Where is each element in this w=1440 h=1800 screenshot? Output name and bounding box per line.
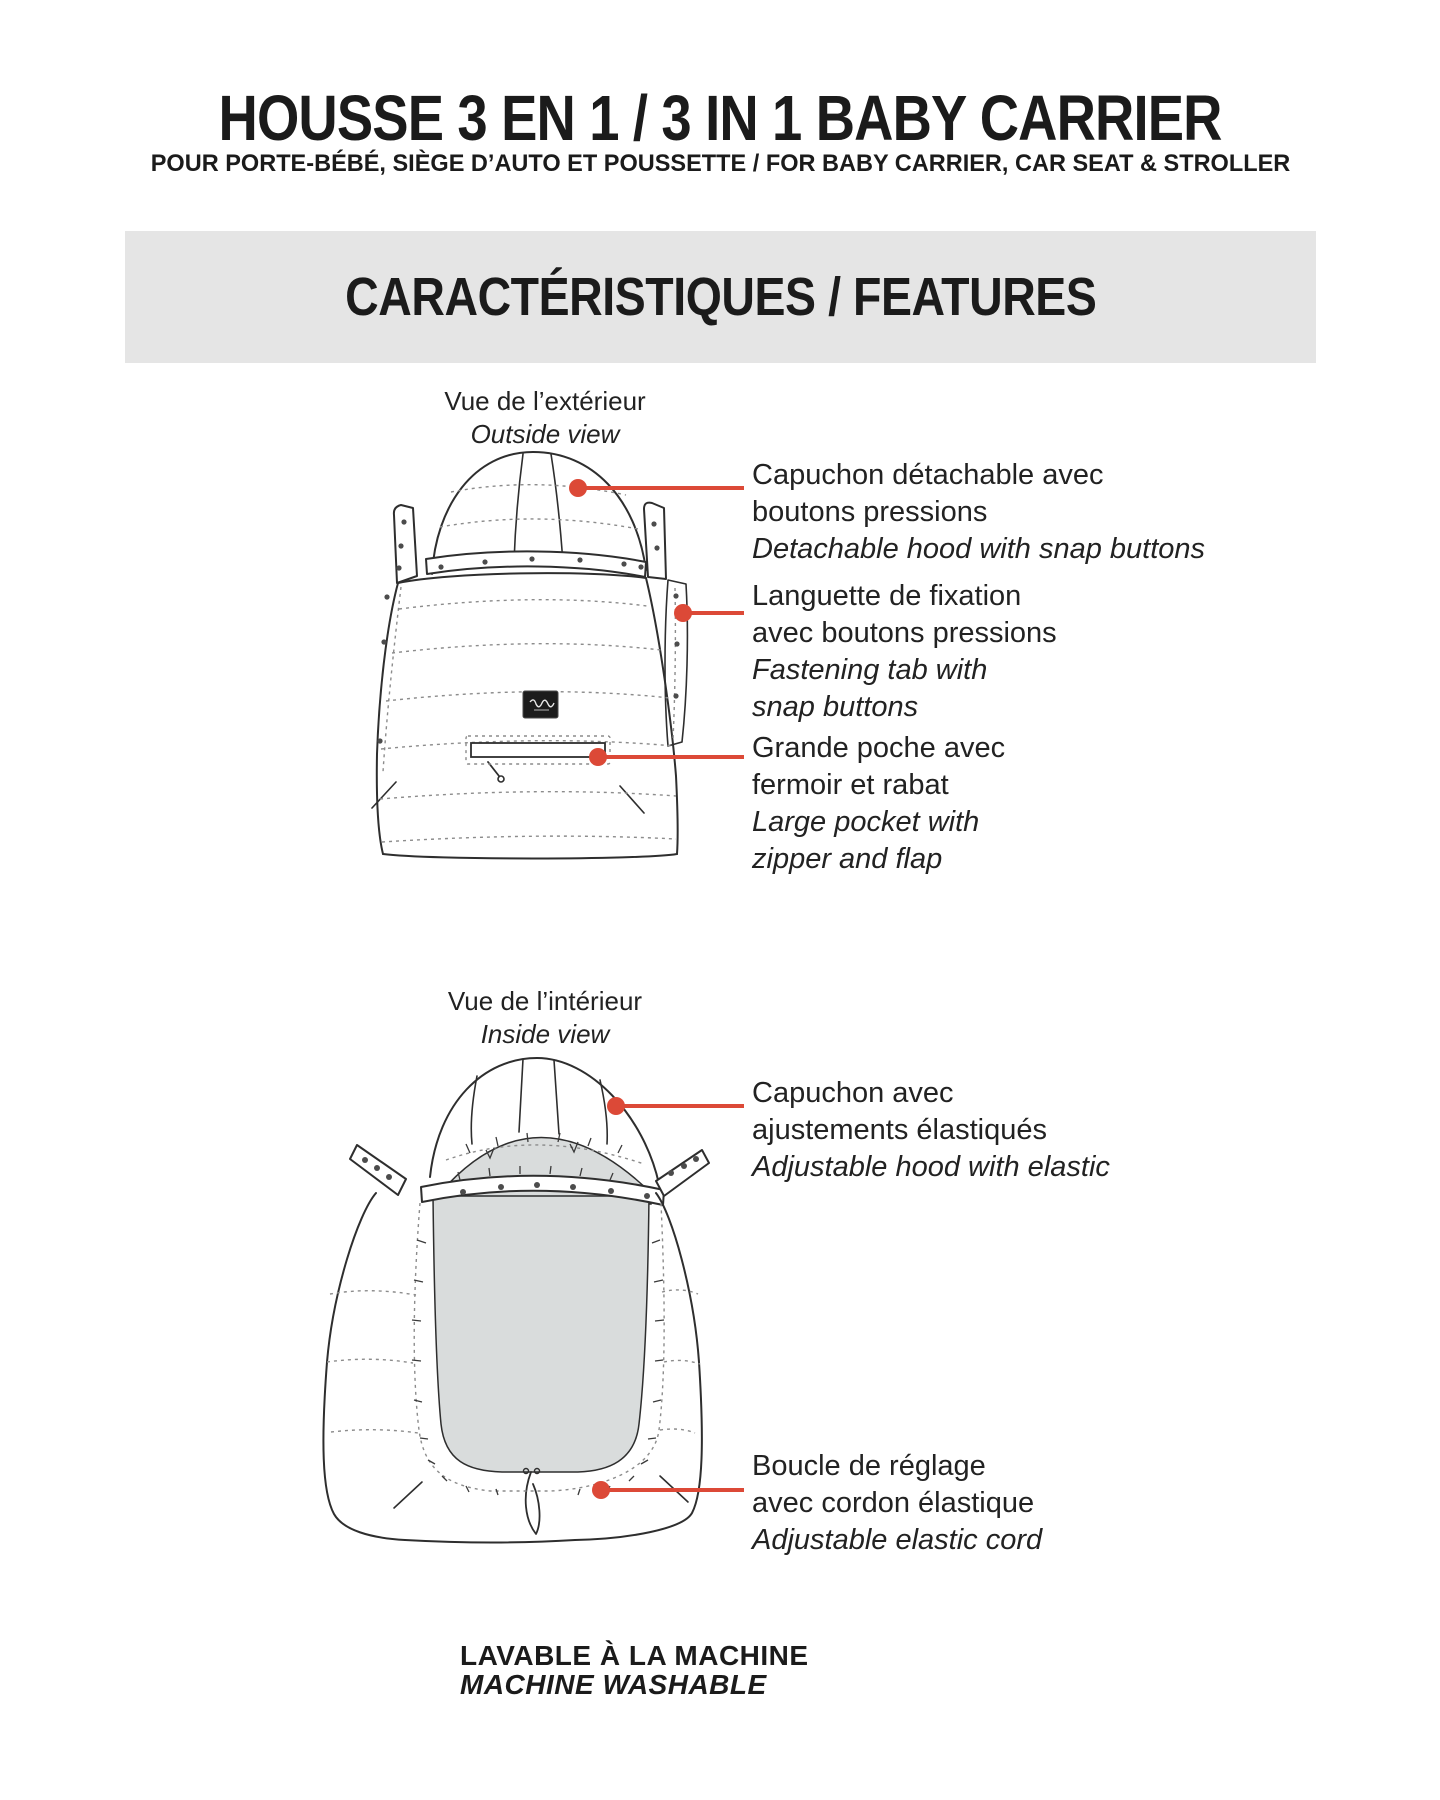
callout-line: avec boutons pressions	[752, 617, 1057, 649]
leader-line	[598, 755, 744, 759]
inside-view-label-en: Inside view	[480, 1019, 610, 1049]
washing-note: LAVABLE À LA MACHINE MACHINE WASHABLE	[460, 1640, 809, 1700]
snap-buttons	[362, 1156, 699, 1199]
page-title: HOUSSE 3 EN 1 / 3 IN 1 BABY CARRIER	[218, 82, 1222, 154]
callout-line: Capuchon avec	[752, 1077, 954, 1109]
callout-line: ajustements élastiqués	[752, 1114, 1047, 1146]
washing-note-en: MACHINE WASHABLE	[460, 1668, 767, 1700]
outside-view-diagram	[371, 451, 689, 860]
leader-line	[578, 486, 744, 490]
callout-line: Adjustable hood with elastic	[752, 1151, 1110, 1183]
callout-line: Capuchon détachable avec	[752, 459, 1104, 491]
callout-line: snap buttons	[752, 691, 919, 723]
inside-view-diagram	[322, 1057, 710, 1544]
callout-dot	[589, 748, 607, 766]
callout-large-pocket: Grande poche avec fermoir et rabat Large…	[752, 730, 1005, 878]
cord-toggle	[533, 1467, 541, 1475]
callout-dot	[674, 604, 692, 622]
page-subtitle: POUR PORTE-BÉBÉ, SIÈGE D’AUTO ET POUSSET…	[150, 150, 1290, 177]
inside-view-label-fr: Vue de l’intérieur	[447, 986, 643, 1016]
callout-line: Adjustable elastic cord	[752, 1524, 1043, 1556]
outside-view-label-en: Outside view	[470, 419, 620, 449]
outside-view-label: Vue de l’extérieur Outside view	[335, 385, 755, 451]
callout-line: Grande poche avec	[752, 732, 1006, 764]
callout-dot	[607, 1097, 625, 1115]
stitch-marks	[411, 1132, 665, 1496]
inside-view-label: Vue de l’intérieur Inside view	[335, 985, 755, 1051]
leader-line	[616, 1104, 744, 1108]
section-header: CARACTÉRISTIQUES / FEATURES	[344, 267, 1097, 327]
callout-dot	[592, 1481, 610, 1499]
callout-detachable-hood: Capuchon détachable avec boutons pressio…	[752, 457, 1205, 568]
callout-adjustable-hood: Capuchon avec ajustements élastiqués Adj…	[752, 1075, 1110, 1186]
callout-line: Detachable hood with snap buttons	[752, 533, 1206, 565]
outside-view-label-fr: Vue de l’extérieur	[444, 386, 646, 416]
leader-line	[601, 1488, 744, 1492]
brand-patch	[522, 690, 559, 719]
callout-line: Large pocket with	[752, 806, 980, 838]
inner-liner-panel	[432, 1195, 650, 1473]
washing-note-fr: LAVABLE À LA MACHINE	[460, 1640, 809, 1671]
callout-line: Boucle de réglage	[752, 1450, 986, 1482]
cord-toggle	[522, 1467, 530, 1475]
leader-line	[683, 611, 744, 615]
callout-dot	[569, 479, 587, 497]
callout-fastening-tab: Languette de fixation avec boutons press…	[752, 578, 1057, 726]
callout-line: boutons pressions	[752, 496, 988, 528]
callout-elastic-cord: Boucle de réglage avec cordon élastique …	[752, 1448, 1042, 1559]
callout-line: Fastening tab with	[752, 654, 988, 686]
callout-line: fermoir et rabat	[752, 769, 949, 801]
snap-buttons	[377, 519, 680, 744]
section-header-band: CARACTÉRISTIQUES / FEATURES	[125, 231, 1316, 363]
callout-line: Languette de fixation	[752, 580, 1022, 612]
callout-line: avec cordon élastique	[752, 1487, 1035, 1519]
callout-line: zipper and flap	[752, 843, 943, 875]
